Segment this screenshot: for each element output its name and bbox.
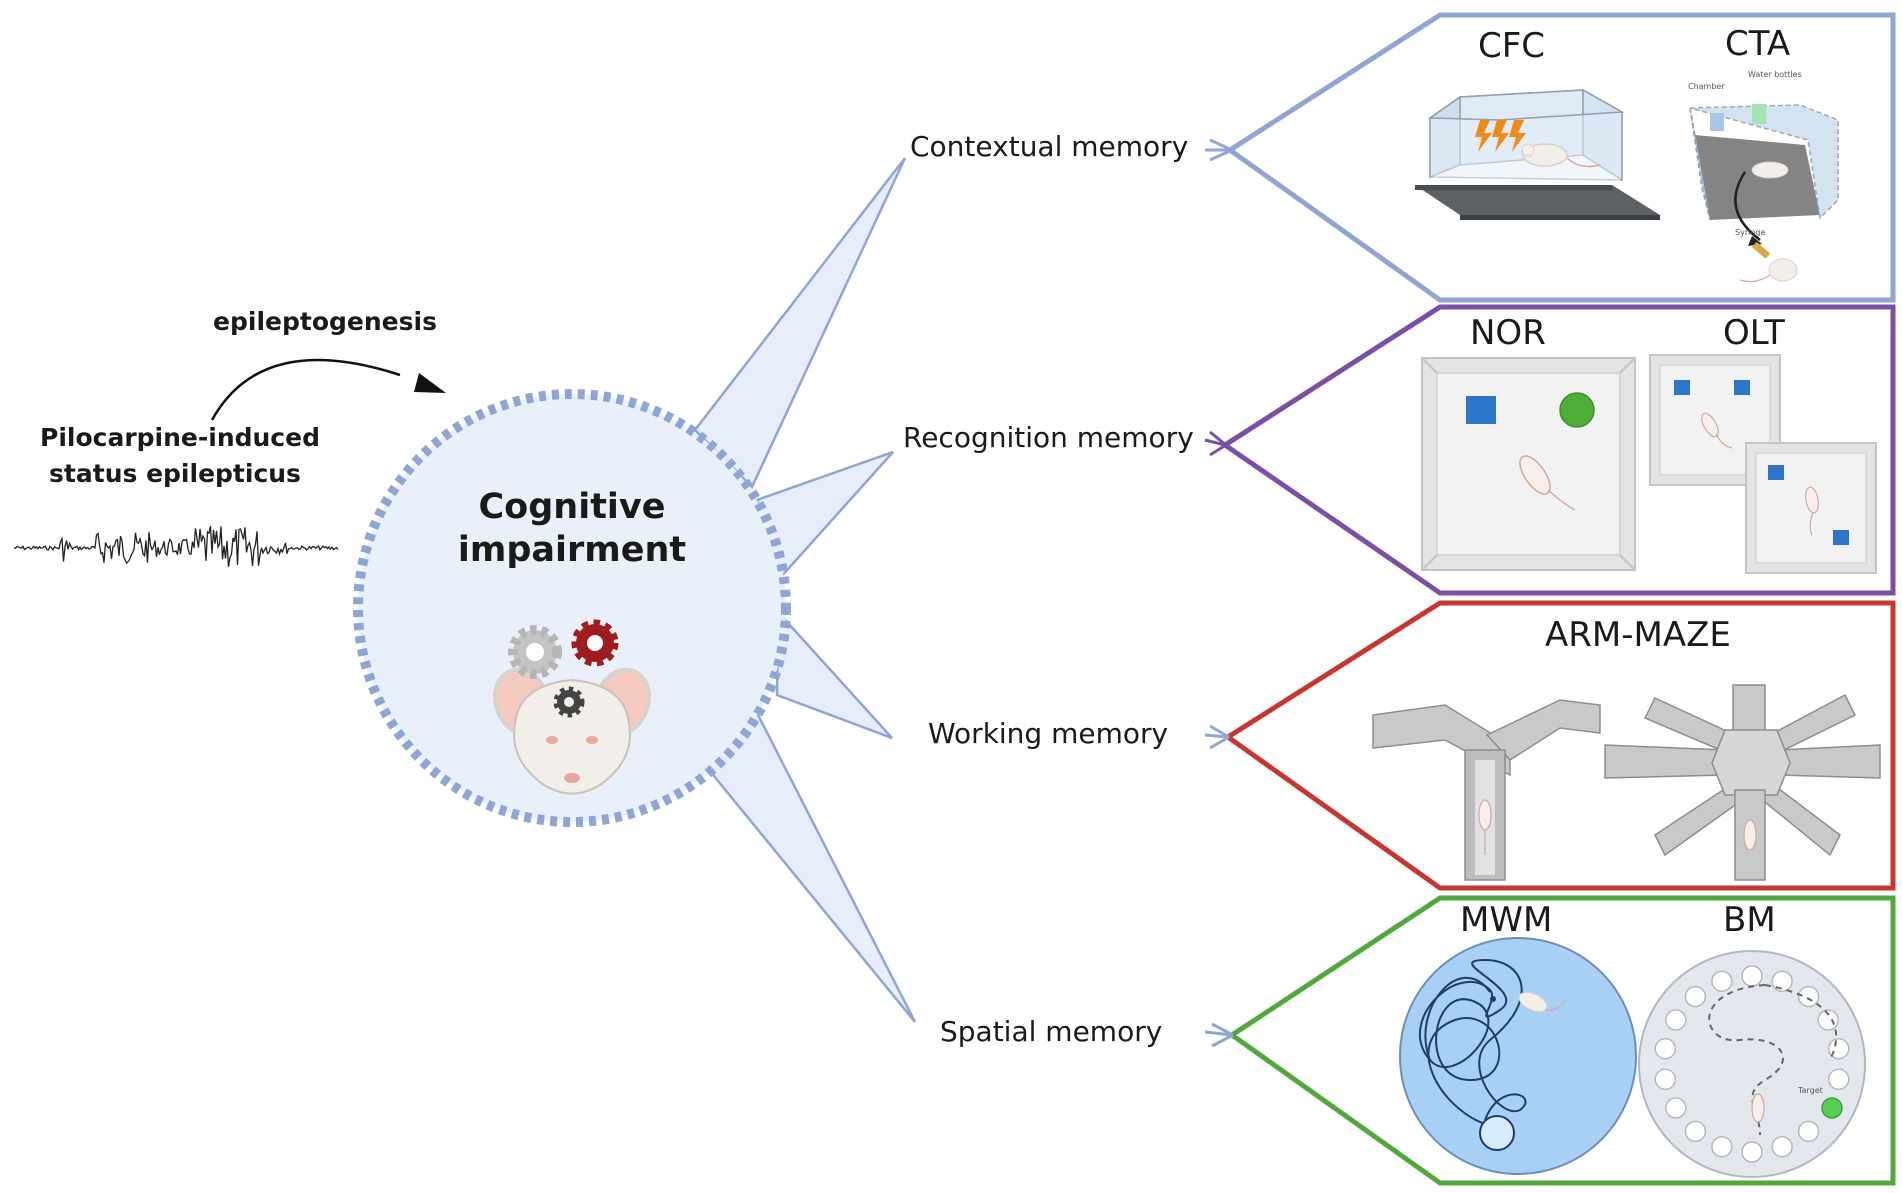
center-title-line1: Cognitive xyxy=(478,487,666,527)
lightning-icon xyxy=(1475,120,1526,152)
bm-annotation-target: Target xyxy=(1798,1086,1823,1095)
test-label-arm-maze: ARM-MAZE xyxy=(1545,615,1731,655)
barnes-hole xyxy=(1741,965,1763,987)
test-label-bm: BM xyxy=(1723,900,1776,940)
memory-label-working: Working memory xyxy=(928,717,1169,750)
y-maze-icon xyxy=(1372,699,1601,881)
barnes-hole xyxy=(1817,1009,1839,1031)
barnes-hole xyxy=(1771,1135,1793,1158)
rat-face-icon xyxy=(493,667,651,795)
wedge-contextual xyxy=(693,157,907,490)
cognitive-impairment-circle xyxy=(353,389,791,827)
barnes-hole xyxy=(1827,1068,1850,1091)
test-label-nor: NOR xyxy=(1470,313,1546,353)
gears-icon xyxy=(508,619,619,718)
radial-maze-icon xyxy=(1604,684,1881,881)
barnes-hole xyxy=(1665,1009,1687,1031)
wedge-spatial xyxy=(703,708,917,1023)
memory-label-spatial: Spatial memory xyxy=(940,1015,1163,1048)
barnes-hole xyxy=(1797,1120,1820,1143)
cta-annotation-syringe: Syringe xyxy=(1735,228,1766,237)
barnes-hole xyxy=(1654,1068,1677,1091)
box-working xyxy=(1204,600,1896,891)
barnes-hole xyxy=(1684,1120,1707,1143)
cfc-chamber-icon xyxy=(1415,88,1660,220)
olt-arena-icon xyxy=(1649,354,1877,574)
barnes-hole xyxy=(1654,1037,1677,1060)
nor-arena-icon xyxy=(1421,357,1636,571)
test-label-cta: CTA xyxy=(1725,24,1791,64)
barnes-hole xyxy=(1711,1135,1733,1158)
center-title-line2: impairment xyxy=(457,530,687,570)
barnes-hole xyxy=(1797,985,1820,1008)
barnes-hole xyxy=(1665,1097,1687,1119)
test-label-mwm: MWM xyxy=(1460,900,1553,940)
barnes-hole xyxy=(1741,1141,1763,1163)
test-label-cfc: CFC xyxy=(1478,26,1546,66)
memory-label-contextual: Contextual memory xyxy=(910,130,1189,163)
barnes-hole xyxy=(1771,970,1793,993)
barnes-maze-icon xyxy=(1638,950,1866,1178)
status-epilepticus-label: status epilepticus xyxy=(49,459,301,488)
eeg-trace-icon xyxy=(13,525,339,568)
pilocarpine-label: Pilocarpine-induced xyxy=(40,423,320,452)
memory-label-recognition: Recognition memory xyxy=(903,421,1194,454)
cta-annotation-chamber: Chamber xyxy=(1688,82,1725,91)
wedge-working xyxy=(775,608,893,740)
cta-annotation-water-bottles: Water bottles xyxy=(1748,70,1802,79)
cta-apparatus-icon xyxy=(1689,104,1839,283)
curved-arrow-icon xyxy=(210,358,446,421)
epileptogenesis-label: epileptogenesis xyxy=(213,307,437,336)
barnes-hole xyxy=(1684,985,1707,1008)
barnes-hole xyxy=(1711,970,1733,993)
test-label-olt: OLT xyxy=(1723,313,1785,353)
morris-water-maze-icon xyxy=(1399,937,1637,1175)
